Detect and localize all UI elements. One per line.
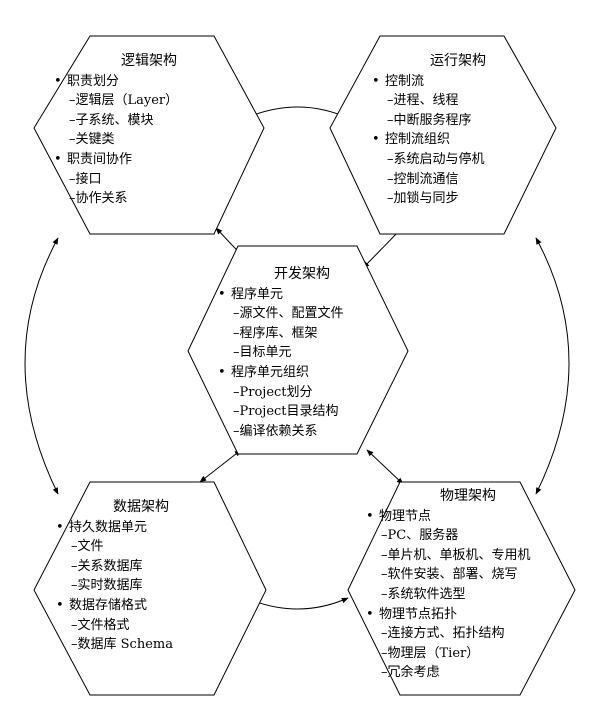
node-logic-item: –关键类 (69, 132, 115, 148)
connector-runtime-physical (535, 237, 570, 495)
node-physical-item: –单片机、单板机、专用机 (381, 547, 531, 563)
node-data-item: –实时数据库 (71, 578, 143, 594)
node-runtime-group-2: •控制流组织 (372, 130, 544, 150)
node-physical-item: –PC、服务器 (381, 528, 459, 544)
node-logic-item: –接口 (69, 171, 102, 187)
hexagon-data (33, 481, 267, 696)
node-data-item: –关系数据库 (71, 558, 143, 574)
hexagon-runtime (329, 35, 557, 235)
node-runtime: 运行架构 •控制流 –进程、线程 –中断服务程序 •控制流组织 –系统启动与停机… (372, 52, 544, 209)
node-runtime-group-1: •控制流 (372, 72, 544, 92)
connector-logic-runtime (245, 106, 349, 119)
bullet-icon: • (366, 606, 374, 622)
bullet-icon: • (372, 73, 380, 89)
node-development-group-1: •程序单元 (218, 285, 386, 305)
node-data-group-2: •数据存储格式 (56, 596, 226, 616)
node-development-group-2: •程序单元组织 (218, 363, 386, 383)
node-runtime-item: –系统启动与停机 (387, 151, 485, 167)
node-physical-group-2: •物理节点拓扑 (366, 605, 570, 625)
connector-physical-development (366, 449, 404, 485)
node-data-title: 数据架构 (113, 499, 169, 515)
connector-data-development (199, 449, 242, 483)
node-data-item: –文件 (71, 539, 104, 555)
connector-logic-data (24, 237, 59, 495)
node-data-item: –文件格式 (71, 617, 130, 633)
node-runtime-item: –进程、线程 (387, 93, 459, 109)
node-logic: 逻辑架构 •职责划分 –逻辑层（Layer） –子系统、模块 –关键类 •职责间… (54, 52, 244, 209)
node-development-item: –源文件、配置文件 (233, 306, 344, 322)
node-physical-item: –物理层（Tier） (381, 645, 480, 661)
node-runtime-item: –中断服务程序 (387, 112, 472, 128)
node-physical-item: –软件安装、部署、烧写 (381, 567, 518, 583)
node-development-item: –目标单元 (233, 345, 292, 361)
node-logic-group-2: •职责间协作 (54, 150, 244, 170)
node-physical-item: –冗余考虑 (381, 665, 440, 681)
hexagon-physical (347, 481, 576, 696)
node-data-item: –数据库 Schema (71, 637, 173, 653)
node-physical-group-1: •物理节点 (366, 507, 570, 527)
bullet-icon: • (56, 597, 64, 613)
bullet-icon: • (54, 151, 62, 167)
node-physical-item: –系统软件选型 (381, 586, 466, 602)
connector-runtime-development (362, 227, 403, 269)
node-physical-item: –连接方式、拓扑结构 (381, 626, 505, 642)
node-development-item: –程序库、框架 (233, 325, 318, 341)
node-development-item: –Project目录结构 (233, 404, 339, 420)
node-data: 数据架构 •持久数据单元 –文件 –关系数据库 –实时数据库 •数据存储格式 –… (56, 498, 226, 655)
node-logic-item: –逻辑层（Layer） (69, 93, 179, 109)
bullet-icon: • (56, 519, 64, 535)
bullet-icon: • (54, 73, 62, 89)
node-logic-group-1: •职责划分 (54, 72, 244, 92)
node-data-group-1: •持久数据单元 (56, 518, 226, 538)
hexagon-development (187, 245, 409, 455)
bullet-icon: • (218, 364, 226, 380)
node-logic-item: –协作关系 (69, 191, 128, 207)
node-development-title: 开发架构 (274, 266, 330, 282)
bullet-icon: • (366, 508, 374, 524)
node-development: 开发架构 •程序单元 –源文件、配置文件 –程序库、框架 –目标单元 •程序单元… (218, 265, 386, 441)
node-runtime-item: –加锁与同步 (387, 191, 459, 207)
node-physical: 物理架构 •物理节点 –PC、服务器 –单片机、单板机、专用机 –软件安装、部署… (366, 487, 570, 683)
bullet-icon: • (218, 286, 226, 302)
node-logic-title: 逻辑架构 (121, 53, 177, 69)
bullet-icon: • (372, 132, 380, 148)
node-development-item: –编译依赖关系 (233, 423, 318, 439)
hexagon-logic (33, 35, 265, 235)
node-development-item: –Project划分 (233, 384, 313, 400)
node-runtime-title: 运行架构 (430, 53, 486, 69)
node-runtime-item: –控制流通信 (387, 171, 459, 187)
node-logic-item: –子系统、模块 (69, 112, 154, 128)
node-physical-title: 物理架构 (440, 488, 496, 504)
